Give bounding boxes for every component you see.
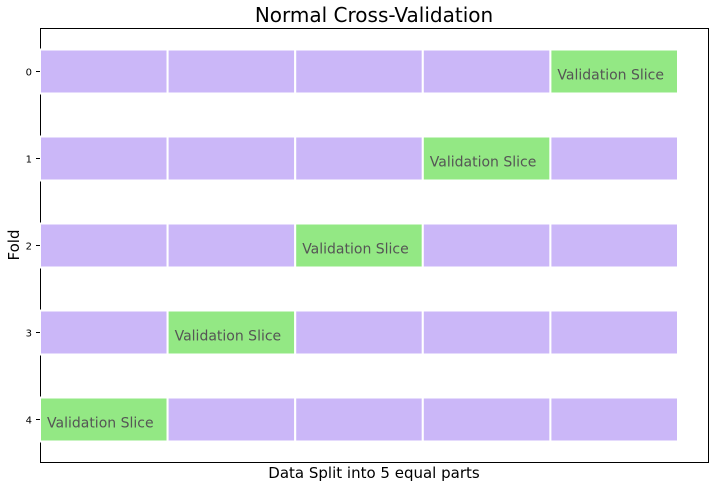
train-segment [39,135,169,182]
y-axis-ticks: 0 1 2 3 4 [26,68,40,427]
y-axis-label: Fold [5,230,23,261]
y-tick-label: 4 [26,416,32,427]
train-segment [39,222,169,269]
y-tick-label: 3 [26,329,32,340]
validation-segment [294,222,424,269]
train-segment [549,396,680,443]
train-segment [421,396,552,443]
validation-segment [39,396,169,443]
train-segment [166,135,297,182]
train-segment [166,222,297,269]
train-segment [421,48,552,95]
chart-title: Normal Cross-Validation [255,3,493,27]
validation-slice-label: Validation Slice [430,155,537,171]
x-axis-label: Data Split into 5 equal parts [268,464,480,482]
fold-segments [39,48,680,443]
y-tick-label: 1 [26,155,32,166]
y-tick-label: 2 [26,242,32,253]
train-segment [39,48,169,95]
validation-segment [166,309,297,356]
train-segment [294,48,424,95]
validation-slice-label: Validation Slice [47,416,154,432]
train-segment [166,396,297,443]
train-segment [294,309,424,356]
y-tick-label: 0 [26,68,32,79]
validation-slice-label: Validation Slice [557,68,664,84]
validation-slice-label: Validation Slice [175,329,282,345]
train-segment [421,309,552,356]
validation-segment [421,135,552,182]
train-segment [166,48,297,95]
train-segment [294,135,424,182]
validation-segment [549,48,680,95]
train-segment [549,135,680,182]
train-segment [294,396,424,443]
validation-slice-label: Validation Slice [302,242,409,258]
train-segment [549,309,680,356]
train-segment [39,309,169,356]
train-segment [549,222,680,269]
train-segment [421,222,552,269]
